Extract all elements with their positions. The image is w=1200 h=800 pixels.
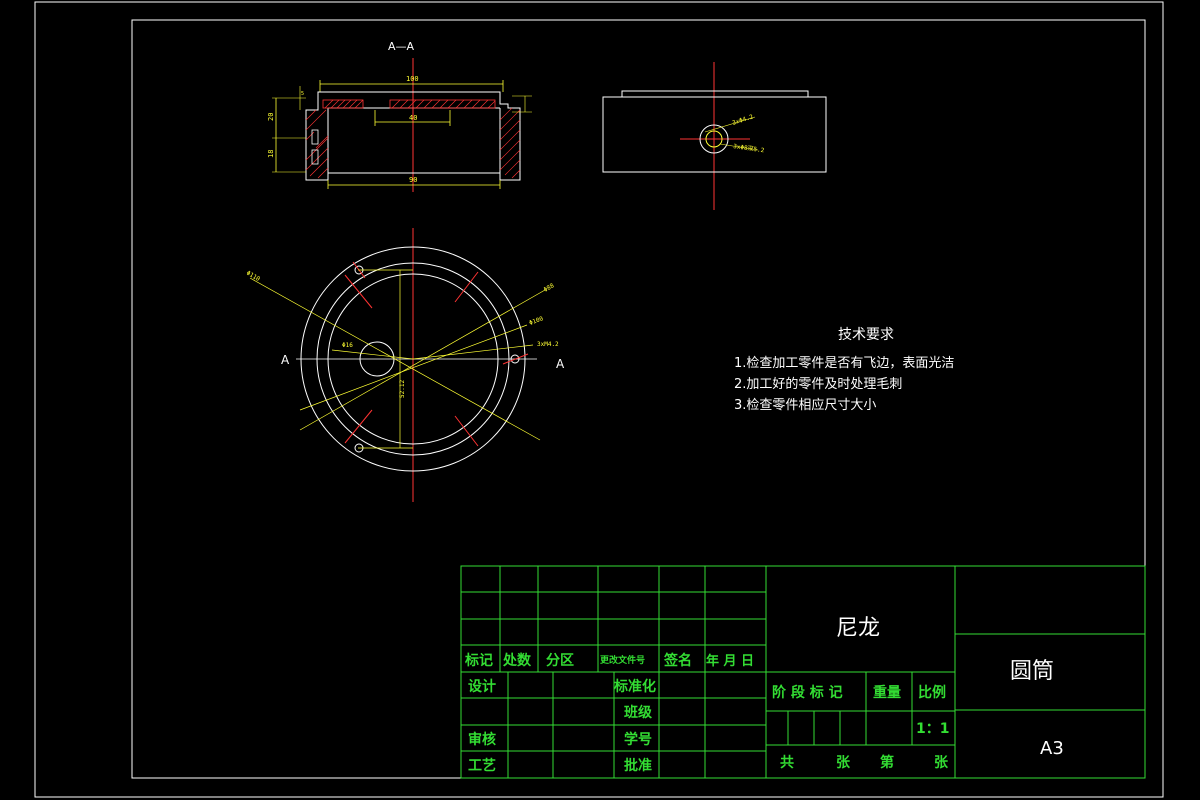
part-name: 圆筒 bbox=[1010, 659, 1054, 684]
side-view: 3xΦ4.2 3xΦ8深5.2 bbox=[602, 62, 827, 210]
bolt-hole bbox=[510, 354, 520, 364]
dim-5: 5 bbox=[301, 91, 304, 97]
plan-view: Φ110 Φ88 Φ100 3xM4.2 Φ16 52.12 A A bbox=[245, 228, 565, 502]
section-label: A—A bbox=[388, 40, 415, 53]
sheets-total: 共 bbox=[780, 754, 794, 771]
label-d110: Φ110 bbox=[245, 270, 261, 283]
label-process: 工艺 bbox=[468, 757, 496, 774]
dim-20: 20 bbox=[267, 113, 275, 121]
label-approve: 批准 bbox=[624, 757, 652, 774]
rev-header-mark: 标记 bbox=[464, 652, 493, 669]
title-block-text: 标记 处数 分区 更改文件号 签名 年 月 日 设计 标准化 班级 审核 学号 … bbox=[464, 616, 1064, 774]
label-holes: 3xM4.2 bbox=[537, 341, 559, 348]
sheet-no: 第 bbox=[880, 754, 894, 771]
section-view: A—A 100 bbox=[267, 40, 532, 192]
tech-requirements: 技术要求 1.检查加工零件是否有飞边，表面光洁 2.加工好的零件及时处理毛刺 3… bbox=[734, 327, 954, 413]
scale-value: 1：1 bbox=[916, 721, 949, 737]
dim-100: 100 bbox=[406, 75, 419, 83]
label-design: 设计 bbox=[468, 678, 496, 695]
outer-border bbox=[34, 1, 1164, 798]
tech-item-1: 1.检查加工零件是否有飞边，表面光洁 bbox=[734, 356, 954, 371]
label-student-id: 学号 bbox=[624, 731, 652, 748]
sheets-word: 张 bbox=[836, 755, 851, 771]
dim-40: 40 bbox=[409, 114, 417, 122]
title-block bbox=[460, 565, 1146, 779]
rev-header-date: 年 月 日 bbox=[706, 653, 754, 669]
stage-mark: 阶 段 标 记 bbox=[772, 684, 843, 701]
label-hole-upper: 3xΦ4.2 bbox=[731, 113, 754, 126]
label-scale: 比例 bbox=[918, 684, 946, 701]
label-d100: Φ100 bbox=[528, 315, 544, 327]
label-class: 班级 bbox=[624, 704, 653, 721]
sheets-word-2: 张 bbox=[934, 755, 949, 771]
sheet-size: A3 bbox=[1040, 738, 1064, 759]
label-d16: Φ16 bbox=[342, 342, 353, 349]
rev-header-zone: 分区 bbox=[546, 653, 574, 669]
dim-18: 18 bbox=[267, 150, 275, 158]
material: 尼龙 bbox=[836, 616, 880, 641]
label-center: 52.12 bbox=[399, 380, 406, 398]
rev-header-doc: 更改文件号 bbox=[600, 654, 645, 666]
label-standardization: 标准化 bbox=[613, 678, 656, 695]
dim-90: 90 bbox=[409, 176, 417, 184]
section-marker-left: A bbox=[281, 353, 290, 367]
label-weight: 重量 bbox=[873, 684, 901, 701]
rev-header-sign: 签名 bbox=[663, 652, 692, 669]
label-d88: Φ88 bbox=[543, 282, 556, 294]
section-marker-right: A bbox=[556, 357, 565, 371]
label-review: 审核 bbox=[468, 731, 496, 748]
tech-item-3: 3.检查零件相应尺寸大小 bbox=[734, 397, 876, 413]
rev-header-count: 处数 bbox=[502, 652, 532, 669]
label-hole-lower: 3xΦ8深5.2 bbox=[733, 142, 765, 154]
tech-title: 技术要求 bbox=[838, 327, 894, 343]
tech-item-2: 2.加工好的零件及时处理毛刺 bbox=[734, 376, 902, 392]
